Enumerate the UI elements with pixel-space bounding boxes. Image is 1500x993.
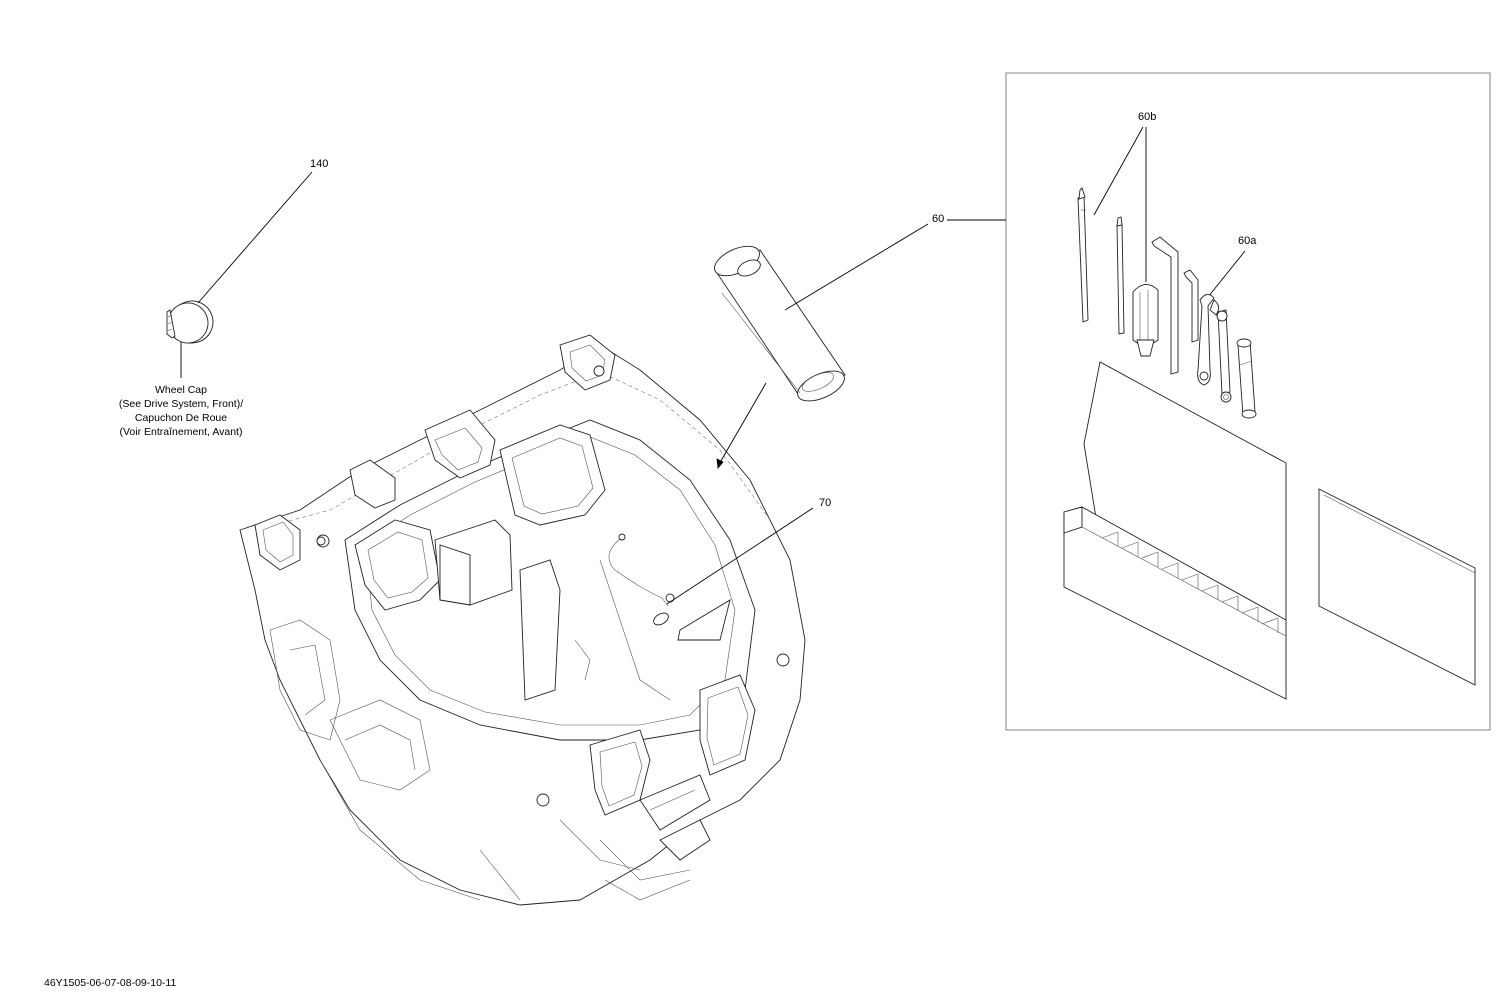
screwdriver-bit-part — [1077, 187, 1089, 323]
callout-140: 140 — [310, 158, 328, 170]
callout-60: 60 — [932, 213, 944, 225]
leader-line-60a — [1207, 250, 1246, 298]
leader-line-60 — [784, 223, 929, 311]
callout-60b: 60b — [1138, 111, 1156, 123]
tool-kit-frame — [1005, 72, 1491, 731]
wheel-cap-note-line4: (Voir Entraînement, Avant) — [120, 426, 243, 438]
combination-wrench-part — [1216, 309, 1232, 403]
wheel-cap-note: Wheel Cap (See Drive System, Front)/ Cap… — [119, 384, 243, 438]
leader-line-70 — [666, 507, 814, 605]
wrench-part — [1197, 294, 1219, 386]
leader-line-60b-a — [1093, 126, 1144, 216]
insert-arrow — [716, 382, 767, 469]
spark-plug-socket-part — [1236, 338, 1257, 419]
wheel-cap-note-line2: (See Drive System, Front)/ — [119, 398, 243, 410]
callout-60a: 60a — [1238, 235, 1257, 247]
tool-sleeve-part — [714, 245, 846, 402]
drawing-code: 46Y1505-06-07-08-09-10-11 — [44, 977, 176, 989]
leader-line-140 — [197, 171, 313, 304]
screwdriver-shaft-part — [1116, 216, 1125, 335]
tool-pouch-part — [1063, 361, 1287, 700]
owner-manual-part — [1318, 488, 1476, 686]
wheel-cap-note-line1: Wheel Cap — [155, 384, 207, 396]
storage-compartment-part — [239, 334, 806, 906]
callout-70: 70 — [819, 497, 831, 509]
wheel-cap-note-line3: Capuchon De Roue — [135, 412, 227, 424]
hex-key-small-part — [1183, 269, 1199, 343]
wheel-cap-part — [166, 300, 214, 344]
hex-key-part — [1151, 236, 1179, 375]
screwdriver-handle-part — [1132, 284, 1159, 357]
